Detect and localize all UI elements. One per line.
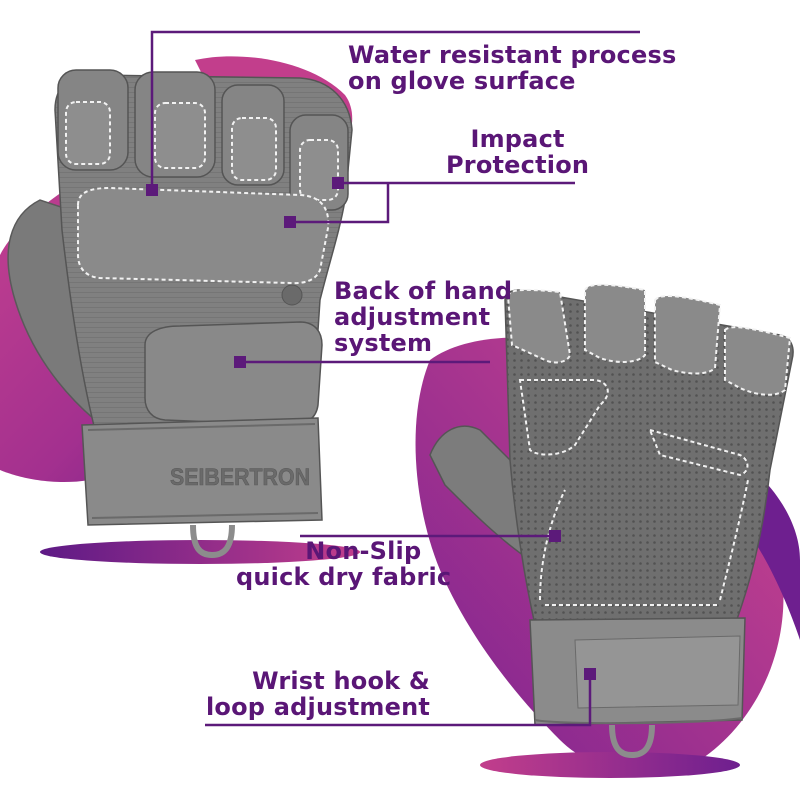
callout-back-line1: Back of hand	[334, 277, 513, 305]
callout-wrist-line2: loop adjustment	[206, 693, 431, 721]
callout-impact-line1: Impact	[470, 125, 565, 153]
impact-marker-a	[332, 177, 344, 189]
back-marker	[234, 356, 246, 368]
callout-wrist-adjustment: Wrist hook & loop adjustment	[206, 668, 430, 720]
callout-impact-line2: Protection	[446, 151, 590, 179]
callout-impact-protection: Impact Protection	[446, 126, 589, 178]
wrist-leader	[205, 672, 592, 727]
right-floor-shadow	[480, 752, 740, 778]
left-glove: SEIBERTRON	[7, 69, 353, 559]
callout-back-line3: system	[334, 329, 433, 357]
right-glove	[429, 283, 794, 759]
callout-water-line2: on glove surface	[348, 67, 576, 95]
wrist-marker	[584, 668, 596, 680]
callout-wrist-line1: Wrist hook &	[252, 667, 431, 695]
impact-leader-b	[290, 183, 390, 224]
callout-back-line2: adjustment	[334, 303, 491, 331]
water-leader	[150, 30, 640, 190]
water-marker	[146, 184, 158, 196]
callout-nonslip-line2: quick dry fabric	[236, 563, 452, 591]
callout-back-of-hand: Back of hand adjustment system	[334, 278, 512, 356]
callout-water-resistant: Water resistant process on glove surface	[348, 42, 676, 94]
callout-nonslip-line1: Non-Slip	[305, 537, 422, 565]
callout-lines	[146, 30, 640, 727]
nonslip-marker	[549, 530, 561, 542]
brand-mark: SEIBERTRON	[170, 464, 310, 491]
callout-non-slip: Non-Slip quick dry fabric	[236, 538, 451, 590]
callout-water-line1: Water resistant process	[348, 41, 677, 69]
impact-marker-b	[284, 216, 296, 228]
